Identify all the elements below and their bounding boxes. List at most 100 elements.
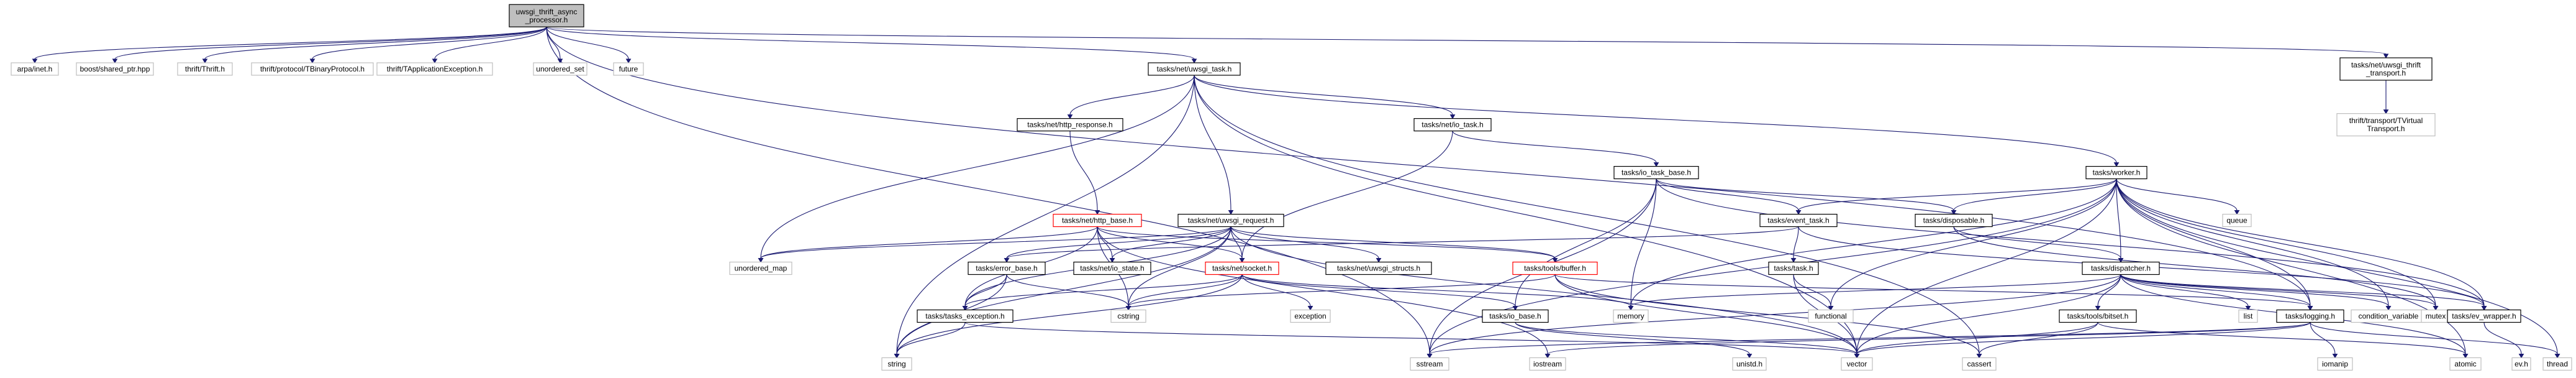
node-label: future: [619, 65, 638, 73]
node-label: mutex: [2426, 311, 2446, 320]
node-uwsgi-task[interactable]: tasks/net/uwsgi_task.h: [1148, 62, 1241, 76]
node-label: tasks/net/uwsgi_structs.h: [1337, 264, 1420, 273]
node-io-task[interactable]: tasks/net/io_task.h: [1413, 118, 1492, 132]
edge-event_task-to-task: [1790, 226, 1799, 263]
node-iostream: iostream: [1529, 357, 1566, 371]
node-label: tasks/task.h: [1774, 264, 1813, 273]
node-label: tasks/disposable.h: [1923, 216, 1985, 225]
node-label: condition_variable: [2359, 311, 2419, 320]
node-task[interactable]: tasks/task.h: [1768, 261, 1819, 275]
node-worker[interactable]: tasks/worker.h: [2085, 165, 2147, 180]
node-logging[interactable]: tasks/logging.h: [2276, 309, 2344, 323]
node-tasks-exception[interactable]: tasks/tasks_exception.h: [917, 309, 1014, 323]
edge-uwsgi_request-to-unordered_map: [758, 226, 1231, 263]
edge-root-to-boost: [112, 26, 547, 63]
node-label: tasks/net/socket.h: [1212, 264, 1272, 273]
edge-http_response-to-http_base: [1069, 131, 1100, 215]
edge-event_task-to-error_base: [1004, 226, 1799, 263]
node-arpa: arpa/inet.h: [11, 62, 59, 76]
edge-uwsgi_task-to-unordered_map: [758, 75, 1195, 263]
edge-tasks_exception-to-string: [894, 322, 966, 359]
edge-io_task_base-to-event_task: [1656, 178, 1802, 215]
edge-dispatcher-to-list: [2120, 274, 2251, 311]
edge-logging-to-iostream: [1544, 322, 2311, 359]
node-buffer[interactable]: tasks/tools/buffer.h: [1512, 261, 1598, 275]
node-error-base[interactable]: tasks/error_base.h: [968, 261, 1046, 275]
edge-bitset-to-cassert: [1976, 322, 2098, 359]
node-cassert: cassert: [1962, 357, 1997, 371]
node-uwsgi-structs[interactable]: tasks/net/uwsgi_structs.h: [1325, 261, 1432, 275]
node-label: tasks/net/uwsgi_request.h: [1188, 216, 1274, 225]
edge-ev_wrapper-to-ev: [2483, 322, 2524, 359]
edge-logging-to-thread: [2310, 322, 2560, 359]
node-exception: exception: [1290, 309, 1331, 323]
node-label: tasks/io_task_base.h: [1621, 168, 1691, 177]
node-functional: functional: [1808, 309, 1854, 323]
edge-dispatcher-to-logging: [2120, 274, 2313, 311]
edge-uwsgi_task-to-uwsgi_request: [1194, 75, 1234, 215]
node-label: tasks/io_base.h: [1489, 311, 1541, 320]
node-tappexc: thrift/TApplicationException.h: [376, 62, 493, 76]
edge-http_base-to-unordered_map: [758, 226, 1098, 263]
edge-socket-to-tasks_exception: [962, 274, 1243, 311]
edge-worker-to-queue: [2116, 178, 2240, 215]
node-sstream: sstream: [1410, 357, 1449, 371]
node-future: future: [613, 62, 644, 76]
edge-root-to-unordered_set: [546, 27, 563, 63]
edges-layer: [32, 26, 2560, 359]
node-root[interactable]: uwsgi_thrift_async_processor.h: [509, 4, 584, 27]
node-label: Transport.h: [2367, 124, 2405, 133]
node-label: thrift/TApplicationException.h: [387, 65, 483, 73]
edge-socket-to-cstring: [1125, 274, 1243, 311]
node-dispatcher[interactable]: tasks/dispatcher.h: [2082, 261, 2160, 275]
node-label: tasks/ev_wrapper.h: [2452, 311, 2516, 320]
edge-uwsgi_request-to-uwsgi_structs: [1230, 226, 1382, 263]
node-label: cstring: [1117, 311, 1139, 320]
node-io-base[interactable]: tasks/io_base.h: [1482, 309, 1549, 323]
edge-worker-to-thread: [2116, 178, 2560, 359]
node-label: functional: [1815, 311, 1846, 320]
node-label: list: [2244, 311, 2253, 320]
edge-root-to-future: [546, 27, 632, 63]
node-label: thrift/transport/TVirtual: [2349, 116, 2423, 125]
node-http-base[interactable]: tasks/net/http_base.h: [1053, 213, 1142, 228]
node-socket[interactable]: tasks/net/socket.h: [1205, 261, 1279, 275]
edge-uwsgi_request-to-string: [894, 226, 1231, 359]
node-label: vector: [1847, 359, 1867, 368]
node-uwsgi-thrift-transport[interactable]: tasks/net/uwsgi_thrift_transport.h: [2339, 57, 2433, 81]
node-label: cassert: [1967, 359, 1992, 368]
node-condition-variable: condition_variable: [2351, 309, 2426, 323]
node-unistd: unistd.h: [1732, 357, 1767, 371]
node-label: tasks/logging.h: [2285, 311, 2335, 320]
edge-dispatcher-to-mutex: [2120, 274, 2439, 311]
node-label: _transport.h: [2365, 69, 2406, 78]
node-atomic: atomic: [2449, 357, 2482, 371]
node-list: list: [2238, 309, 2258, 323]
edge-root-to-uwsgi_task: [546, 26, 1197, 63]
node-uwsgi-request[interactable]: tasks/net/uwsgi_request.h: [1177, 213, 1284, 228]
edge-socket-to-io_base: [1241, 274, 1518, 311]
edge-root-to-sstream: [546, 27, 1433, 359]
edge-worker-to-event_task: [1795, 178, 2117, 215]
node-label: tasks/tasks_exception.h: [925, 311, 1004, 320]
node-label: boost/shared_ptr.hpp: [80, 65, 150, 73]
node-unordered-set: unordered_set: [533, 62, 587, 76]
node-queue: queue: [2222, 213, 2252, 228]
node-bitset[interactable]: tasks/tools/bitset.h: [2059, 309, 2137, 323]
node-disposable[interactable]: tasks/disposable.h: [1915, 213, 1993, 228]
node-label: _processor.h: [525, 16, 568, 24]
node-label: string: [887, 359, 905, 368]
node-io-state[interactable]: tasks/net/io_state.h: [1073, 261, 1151, 275]
node-label: tasks/event_task.h: [1767, 216, 1829, 225]
edge-buffer-to-cstring: [1125, 274, 1556, 311]
node-label: thread: [2547, 359, 2568, 368]
node-ev-wrapper[interactable]: tasks/ev_wrapper.h: [2447, 309, 2521, 323]
edge-io_task_base-to-ev_wrapper: [1656, 178, 2487, 311]
node-event-task[interactable]: tasks/event_task.h: [1759, 213, 1838, 228]
node-http-response[interactable]: tasks/net/http_response.h: [1017, 118, 1123, 132]
edge-error_base-to-tasks_exception: [962, 274, 1007, 311]
node-io-task-base[interactable]: tasks/io_task_base.h: [1613, 165, 1699, 180]
edge-uwsgi_task-to-io_task: [1194, 75, 1456, 119]
